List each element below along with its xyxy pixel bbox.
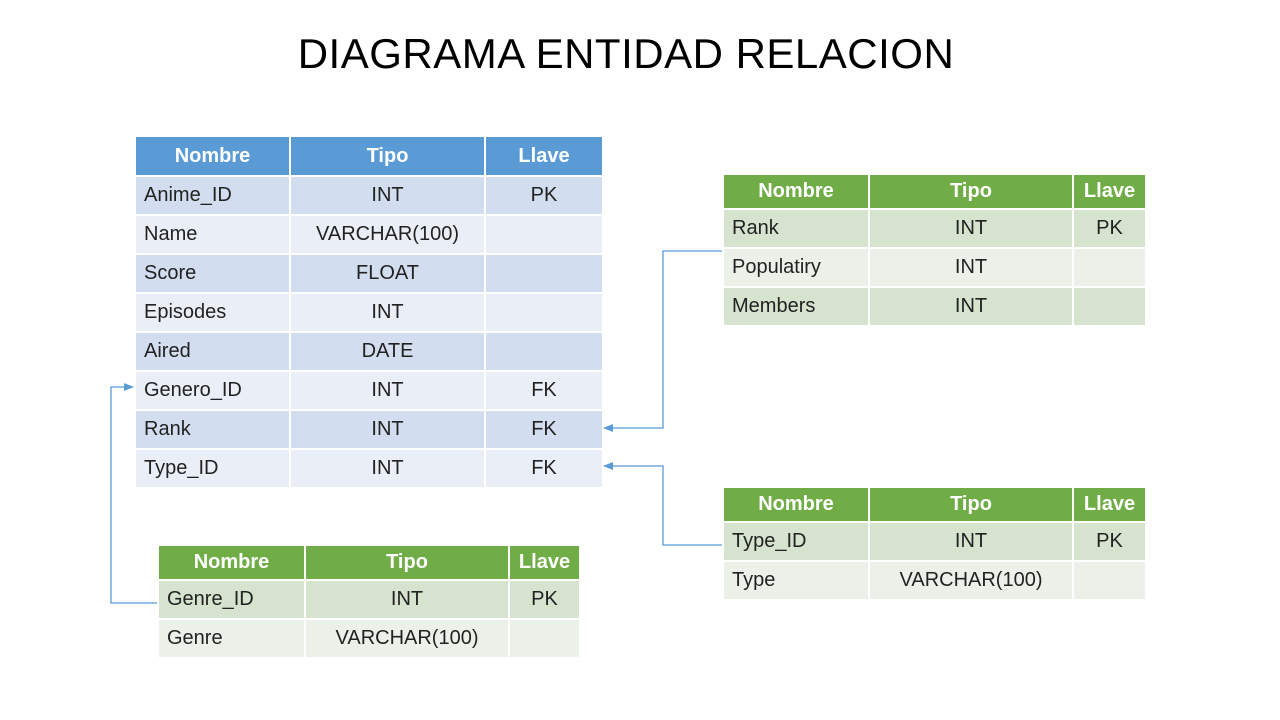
field-name: Episodes bbox=[134, 292, 291, 333]
field-type: DATE bbox=[289, 331, 486, 372]
field-name: Type_ID bbox=[722, 521, 870, 562]
field-type: INT bbox=[289, 409, 486, 450]
field-name: Anime_ID bbox=[134, 175, 291, 216]
table-header-row: Nombre Tipo Llave bbox=[134, 135, 604, 177]
field-name: Type_ID bbox=[134, 448, 291, 489]
field-type: INT bbox=[868, 521, 1074, 562]
diagram-title: DIAGRAMA ENTIDAD RELACION bbox=[297, 30, 955, 77]
field-key: PK bbox=[484, 175, 604, 216]
field-key bbox=[1072, 286, 1147, 327]
header-nombre: Nombre bbox=[722, 486, 870, 523]
field-name: Rank bbox=[134, 409, 291, 450]
field-type: INT bbox=[289, 292, 486, 333]
header-llave: Llave bbox=[484, 135, 604, 177]
header-llave: Llave bbox=[1072, 173, 1147, 210]
header-tipo: Tipo bbox=[868, 486, 1074, 523]
field-name: Aired bbox=[134, 331, 291, 372]
header-llave: Llave bbox=[1072, 486, 1147, 523]
field-type: INT bbox=[289, 448, 486, 489]
field-key bbox=[484, 292, 604, 333]
field-key: FK bbox=[484, 370, 604, 411]
field-key: PK bbox=[1072, 208, 1147, 249]
field-name: Populatiry bbox=[722, 247, 870, 288]
field-type: VARCHAR(100) bbox=[304, 618, 510, 659]
header-nombre: Nombre bbox=[722, 173, 870, 210]
field-key bbox=[1072, 560, 1147, 601]
field-type: INT bbox=[868, 208, 1074, 249]
table-header-row: Nombre Tipo Llave bbox=[722, 486, 1147, 523]
field-key: FK bbox=[484, 409, 604, 450]
header-llave: Llave bbox=[508, 544, 581, 581]
field-name: Rank bbox=[722, 208, 870, 249]
field-type: VARCHAR(100) bbox=[868, 560, 1074, 601]
field-key bbox=[484, 331, 604, 372]
field-name: Score bbox=[134, 253, 291, 294]
field-type: INT bbox=[289, 175, 486, 216]
field-name: Name bbox=[134, 214, 291, 255]
field-type: INT bbox=[868, 247, 1074, 288]
field-type: VARCHAR(100) bbox=[289, 214, 486, 255]
header-nombre: Nombre bbox=[157, 544, 306, 581]
field-key: PK bbox=[1072, 521, 1147, 562]
field-type: INT bbox=[868, 286, 1074, 327]
field-name: Genre_ID bbox=[157, 579, 306, 620]
field-key bbox=[484, 214, 604, 255]
field-key bbox=[508, 618, 581, 659]
table-header-row: Nombre Tipo Llave bbox=[722, 173, 1147, 210]
field-name: Genero_ID bbox=[134, 370, 291, 411]
field-type: INT bbox=[289, 370, 486, 411]
header-tipo: Tipo bbox=[289, 135, 486, 177]
field-type: FLOAT bbox=[289, 253, 486, 294]
field-key bbox=[1072, 247, 1147, 288]
rank-relationship-line bbox=[603, 250, 722, 432]
field-key: PK bbox=[508, 579, 581, 620]
field-name: Genre bbox=[157, 618, 306, 659]
table-header-row: Nombre Tipo Llave bbox=[157, 544, 581, 581]
field-name: Type bbox=[722, 560, 870, 601]
header-nombre: Nombre bbox=[134, 135, 291, 177]
field-key: FK bbox=[484, 448, 604, 489]
header-tipo: Tipo bbox=[868, 173, 1074, 210]
field-name: Members bbox=[722, 286, 870, 327]
field-key bbox=[484, 253, 604, 294]
type-relationship-line bbox=[603, 462, 722, 546]
header-tipo: Tipo bbox=[304, 544, 510, 581]
field-type: INT bbox=[304, 579, 510, 620]
